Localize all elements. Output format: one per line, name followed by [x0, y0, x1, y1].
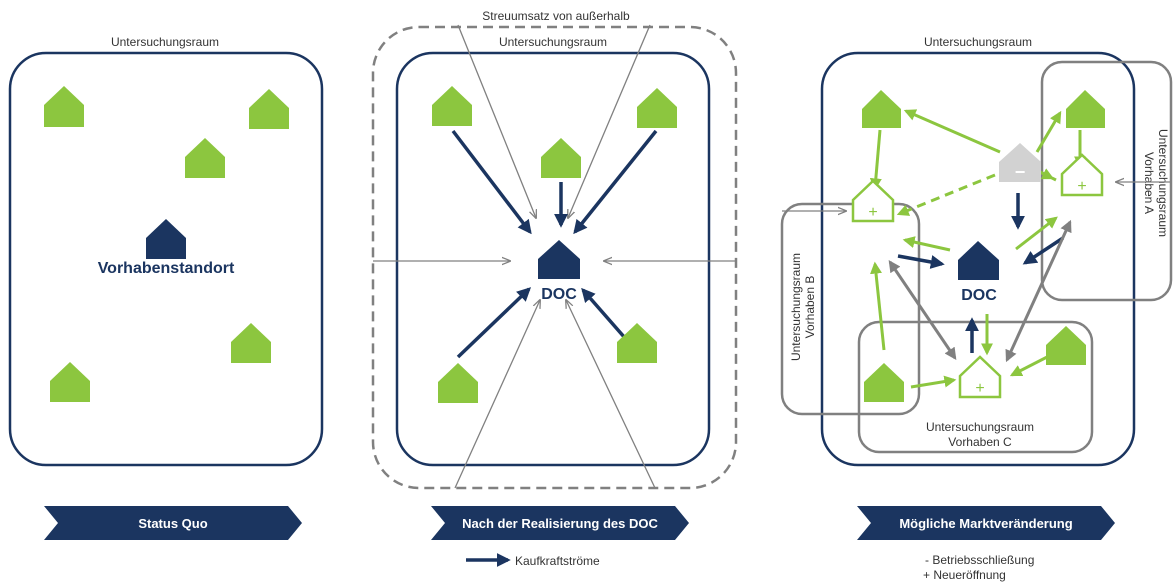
area-c-label-line1: Untersuchungsraum [926, 420, 1034, 434]
green-flow-arrow [1009, 353, 1052, 377]
new-store-a-icon [1060, 153, 1104, 197]
panel1-banner [44, 506, 302, 540]
area-a-box [1040, 60, 1173, 302]
panel3-shop-icon [862, 90, 901, 128]
panel2-outside-flow [566, 300, 656, 489]
legend-closure-label: - Betriebsschließung [925, 553, 1034, 567]
panel2-banner [431, 506, 689, 540]
green-flow-arrow [870, 261, 886, 351]
panel1-shop-icon [249, 89, 289, 129]
panel2-flow-arrow [581, 287, 627, 340]
panel1-site-icon [146, 219, 186, 259]
new-store-b-plus: + [868, 204, 877, 221]
panel1-shop-icon [231, 323, 271, 363]
new-store-b-icon [851, 179, 895, 223]
panel3-shop-icon [864, 363, 904, 402]
green-flow-arrow [903, 109, 1001, 154]
new-store-c-plus: + [975, 380, 984, 397]
panel2-outside-flow [454, 300, 540, 489]
panel1-study-area [8, 51, 324, 467]
legend-flow-label: Kaufkraftströme [515, 554, 600, 568]
panel3-doc-icon [958, 241, 999, 280]
minus-symbol: − [1015, 162, 1026, 182]
panel2-outer-area [371, 25, 738, 490]
new-store-a-plus: + [1077, 178, 1086, 195]
panel2-area-label: Untersuchungsraum [499, 35, 607, 49]
panel3-area-label: Untersuchungsraum [924, 35, 1032, 49]
panel2-shop-icon [438, 363, 478, 403]
panel1-site-label: Vorhabenstandort [98, 260, 235, 277]
panel2-outside-label: Streuumsatz von außerhalb [482, 9, 630, 23]
panel2-doc-icon [538, 240, 580, 279]
panel3-banner [857, 506, 1115, 540]
panel3-doc-label: DOC [961, 287, 997, 304]
gray-exchange-arrow [1005, 219, 1072, 363]
panel3-shop-icon [1066, 90, 1105, 128]
panel2-shop-icon [637, 88, 677, 128]
panel3-banner-label: Mögliche Marktveränderung [899, 516, 1072, 531]
panel1-shop-icon [44, 86, 84, 127]
panel2-shop-icon [617, 323, 657, 363]
panel1-area-label: Untersuchungsraum [111, 35, 219, 49]
panel2-flow-arrow [451, 129, 532, 235]
panel3-study-area [820, 51, 1136, 467]
gray-exchange-arrow [888, 260, 957, 360]
panel2-outside-flow [457, 24, 536, 218]
area-a-label-line1: Untersuchungsraum [1156, 129, 1170, 237]
area-b-label-line1: Untersuchungsraum [789, 253, 803, 361]
panel1-banner-label: Status Quo [138, 516, 207, 531]
area-b-label-line2: Vorhaben B [803, 276, 817, 339]
panel3-shop-icon [1046, 326, 1086, 365]
green-flow-arrow [869, 129, 882, 191]
green-flow-arrow [1015, 216, 1058, 251]
new-store-c-icon [958, 355, 1002, 399]
panel2-flow-arrow [456, 287, 532, 359]
panel2-study-area [395, 51, 711, 467]
area-a-label-line2: Vorhaben A [1142, 152, 1156, 214]
legend-opening-label: + Neueröffnung [923, 568, 1006, 582]
panel2-shop-icon [541, 138, 581, 178]
panel2-banner-label: Nach der Realisierung des DOC [462, 516, 658, 531]
green-flow-arrow [910, 375, 957, 389]
area-c-label-line2: Vorhaben C [948, 435, 1012, 449]
panel2-shop-icon [432, 86, 472, 126]
green-flow-arrow [1035, 110, 1062, 153]
panel2-flow-arrow [573, 129, 658, 235]
green-dashed-arrow [896, 173, 996, 216]
panel1-shop-icon [185, 138, 225, 178]
green-flow-arrow [902, 236, 951, 252]
panel2-outside-flow [568, 24, 651, 218]
panel2-doc-label: DOC [541, 286, 577, 303]
closed-store-icon [999, 143, 1041, 182]
green-dashed-arrow [1039, 170, 1057, 182]
panel1-shop-icon [50, 362, 90, 402]
